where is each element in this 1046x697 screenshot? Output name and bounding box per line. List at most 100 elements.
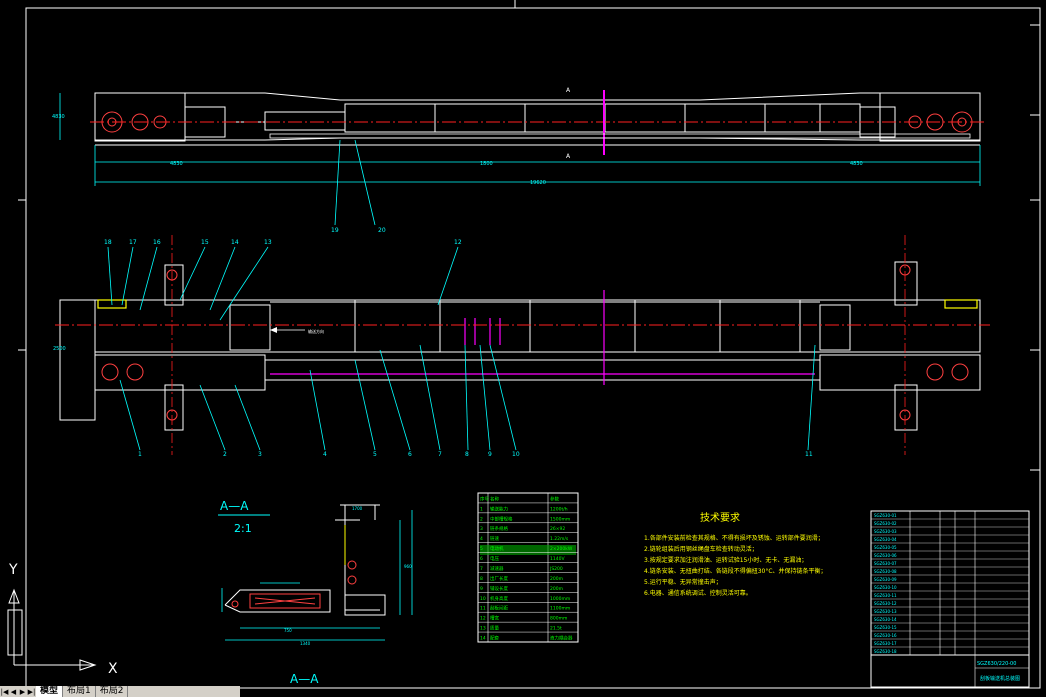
parameter-table-cell: 1.22m/s: [550, 536, 569, 542]
callout-11: 11: [805, 451, 813, 458]
callout-10: 10: [512, 451, 520, 458]
callout-3: 3: [258, 451, 262, 458]
parameter-table-cell: 机身高度: [490, 595, 508, 602]
title-block-part-code: SGZ630-12: [874, 601, 897, 606]
callout-15: 15: [201, 239, 209, 246]
callout-5: 5: [373, 451, 377, 458]
parameter-table-cell: 200m: [550, 576, 563, 582]
parameter-table-cell: 中部槽规格: [490, 515, 513, 522]
parameter-table-cell: 1: [480, 506, 483, 512]
title-block-part-code: SGZ630-13: [874, 609, 897, 614]
parameter-table-cell: 21.5t: [550, 626, 562, 632]
callout-14: 14: [231, 239, 239, 246]
tech-item-6: 6.电器、通信系统调试、控制灵活可靠。: [644, 589, 752, 597]
parameter-table-cell: 1200t/h: [550, 506, 568, 512]
tech-item-3: 3.按规定要求加注润滑油、运转试验15小时、无卡、无漏油；: [644, 556, 807, 564]
parameter-table-cell: 11: [480, 606, 486, 612]
callout-16: 16: [153, 239, 161, 246]
tech-requirements: 技术要求 1.各部件安装前检查其规格、不得有损坏及锈蚀、运转部件要润滑； 2.链…: [644, 511, 827, 597]
top-dim-left: 4830: [170, 161, 183, 167]
callout-9: 9: [488, 451, 492, 458]
parameter-table-cell: 减速器: [490, 565, 504, 572]
parameter-table-cell: 800mm: [550, 616, 567, 622]
callout-4: 4: [323, 451, 327, 458]
title-block-part-code: SGZ630-05: [874, 545, 897, 550]
parameter-table-cell: 13: [480, 626, 486, 632]
tab-layout-1[interactable]: 布局1: [63, 686, 96, 697]
parameter-table-cell: 1500mm: [550, 516, 570, 522]
parameter-table-cell: 6: [480, 556, 483, 562]
parameter-table-cell: 2×200kW: [550, 546, 573, 552]
section-mark-bottom: A: [566, 153, 571, 160]
ucs-y-label: Y: [8, 562, 18, 578]
plan-view-leaders: [107, 246, 816, 451]
callout-2: 2: [223, 451, 227, 458]
ucs-icon: [7, 588, 97, 671]
parameter-table-cell: 1140V: [550, 556, 565, 562]
section-dim-bottom: 1340: [300, 641, 311, 646]
callout-7: 7: [438, 451, 442, 458]
parameter-table-cell: 1100mm: [550, 606, 570, 612]
title-block-part-code: SGZ630-08: [874, 569, 897, 574]
top-view-conveyor: [90, 90, 985, 155]
parameter-table-cell: 26×92: [550, 526, 565, 532]
title-block-part-code: SGZ630-10: [874, 585, 897, 590]
parameter-table-cell: 14: [480, 636, 486, 642]
parameter-table-cell: 2: [480, 516, 483, 522]
section-title: A—A: [220, 499, 249, 513]
parameter-table-cell: 铺设长度: [490, 585, 508, 592]
callout-13: 13: [264, 239, 272, 246]
tab-first-icon[interactable]: |◀: [0, 687, 9, 696]
parameter-table-cell: 质量: [490, 625, 499, 632]
drawing-frame: [25, 7, 1041, 689]
parameter-table-cell: 电动机: [490, 545, 504, 552]
parameter-table-cell: JS200: [549, 566, 563, 572]
drawing-name: 刮板输送机总装图: [980, 675, 1020, 682]
top-dim-right: 4830: [850, 161, 863, 167]
parameter-table-cell: 电压: [490, 555, 499, 562]
section-dim-mid: 750: [284, 628, 292, 633]
tech-requirements-title: 技术要求: [700, 511, 740, 524]
tab-prev-icon[interactable]: ◀: [10, 687, 17, 696]
tab-model[interactable]: 模型: [36, 686, 64, 697]
parameter-table-cell: 槽宽: [490, 615, 499, 622]
title-block: SGZ630-01SGZ630-02SGZ630-03SGZ630-04SGZ6…: [870, 510, 1030, 688]
parameter-table-cell: 7: [480, 566, 483, 572]
tech-item-1: 1.各部件安装前检查其规格、不得有损坏及锈蚀、运转部件要润滑；: [644, 534, 824, 542]
title-block-part-code: SGZ630-02: [874, 521, 897, 526]
title-block-part-code: SGZ630-07: [874, 561, 897, 566]
parameter-table-cell: 12: [480, 616, 486, 622]
parameter-table-cell: 配套: [490, 635, 499, 642]
parameter-table-cell: 输送能力: [490, 505, 508, 512]
plan-view-callouts-top: 18 17 16 15 14 13 12: [104, 239, 462, 246]
section-bottom-label: A—A: [290, 672, 319, 686]
section-mark-top: A: [566, 87, 571, 94]
tab-last-icon[interactable]: ▶|: [27, 687, 36, 696]
title-block-part-code: SGZ630-15: [874, 625, 897, 630]
title-block-part-code: SGZ630-17: [874, 641, 897, 646]
parameter-table-cell: 序号: [480, 495, 489, 502]
top-dim-height: 4830: [52, 114, 65, 120]
tech-item-2: 2.链轮组装后用钢丝绳盘车检查转动灵活；: [644, 545, 758, 553]
frame-zone-marks: [18, 0, 1040, 471]
title-block-part-code: SGZ630-03: [874, 529, 897, 534]
parameter-table-cell: 10: [480, 596, 486, 602]
callout-18: 18: [104, 239, 112, 246]
parameter-table-cell: 4: [480, 536, 483, 542]
parameter-table-cell: 链条规格: [490, 525, 508, 532]
tech-item-4: 4.链条安装、无扭曲打结、各链段不得偏扭30°C、并保持链条平衡；: [644, 567, 827, 575]
title-block-part-code: SGZ630-06: [874, 553, 897, 558]
title-block-part-code: SGZ630-18: [874, 649, 897, 654]
section-a-a-view: [221, 504, 413, 641]
section-dim-right: 960: [404, 564, 412, 569]
tab-next-icon[interactable]: ▶: [19, 687, 26, 696]
callout-12: 12: [454, 239, 462, 246]
parameter-table-cell: 3: [480, 526, 483, 532]
title-block-part-code: SGZ630-11: [874, 593, 897, 598]
callout-17: 17: [129, 239, 137, 246]
top-callout-19: 19: [331, 227, 339, 234]
tab-layout-2[interactable]: 布局2: [96, 686, 129, 697]
title-block-part-code: SGZ630-14: [874, 617, 897, 622]
